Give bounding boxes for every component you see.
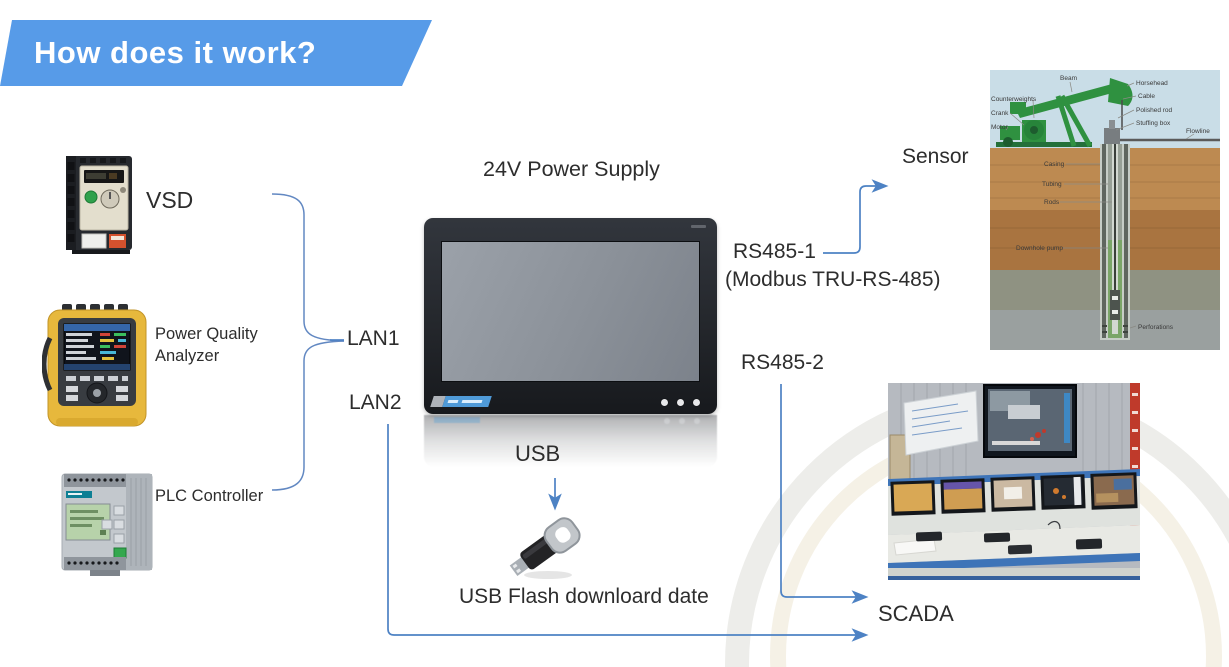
pumpjack-sensor-image: Beam Horsehead Cable Polished rod Stuffi… (990, 70, 1220, 350)
usb-caption: USB Flash downloard date (459, 585, 709, 608)
reflection-tag-smudge (434, 417, 480, 423)
pump-label: Stuffing box (1136, 120, 1171, 127)
pump-label: Tubing (1042, 181, 1062, 188)
panel-pc-buttons (661, 399, 700, 406)
pump-labels: Beam Horsehead Cable Polished rod Stuffi… (991, 75, 1210, 331)
panel-pc-reflection (424, 415, 717, 467)
pump-label: Crank (991, 110, 1009, 117)
title-banner: How does it work? (0, 20, 432, 86)
panel-pc-model-text (691, 225, 706, 228)
reflection-dots (664, 418, 700, 424)
page-title: How does it work? (34, 35, 317, 70)
tag-text-mark2 (461, 400, 483, 403)
pump-label: Cable (1138, 93, 1155, 100)
sensor-label: Sensor (902, 145, 969, 168)
pqa-label-line1: Power Quality (155, 325, 258, 343)
panel-button-1 (661, 399, 668, 406)
scada-control-room-image (888, 383, 1140, 580)
panel-button-3 (693, 399, 700, 406)
pump-label: Perforations (1138, 324, 1174, 331)
tag-blue-strip (442, 396, 492, 407)
pump-label-leaders (1005, 81, 1195, 329)
pump-label: Flowline (1186, 128, 1210, 135)
rs485-1-protocol-label: (Modbus TRU-RS-485) (725, 268, 941, 291)
panel-pc-brand-tag (430, 396, 492, 407)
rs485-1-to-sensor-arrow (823, 179, 889, 254)
pump-label: Beam (1060, 75, 1077, 82)
pump-label: Casing (1044, 161, 1065, 168)
pqa-label-line2: Analyzer (155, 346, 220, 365)
vsd-device-image (62, 152, 138, 256)
power-supply-label: 24V Power Supply (483, 157, 660, 181)
vsd-label: VSD (146, 187, 194, 213)
pump-label: Downhole pump (1016, 245, 1063, 252)
well-bore (1100, 144, 1130, 340)
lan1-label: LAN1 (347, 327, 400, 350)
pump-label: Polished rod (1136, 107, 1173, 114)
lan2-label: LAN2 (349, 391, 402, 414)
brace-left-devices (271, 193, 345, 491)
pump-label: Rods (1044, 199, 1060, 206)
pqa-label: Power Quality Analyzer (155, 324, 258, 368)
scada-label: SCADA (878, 601, 954, 626)
pumpjack (996, 78, 1133, 148)
rs485-1-label: RS485-1 (733, 240, 816, 263)
tag-text-mark (447, 400, 459, 403)
power-quality-analyzer-image (41, 302, 152, 432)
pump-label: Counterweights (991, 96, 1037, 103)
wellhead (1104, 120, 1220, 144)
panel-button-2 (677, 399, 684, 406)
console-monitors (890, 472, 1138, 516)
pump-label: Motor (991, 124, 1008, 131)
plc-controller-image (60, 462, 154, 580)
plc-label: PLC Controller (155, 487, 264, 505)
desk-items (893, 520, 1103, 556)
pump-label: Horsehead (1136, 80, 1168, 87)
panel-pc-image (424, 218, 717, 414)
rs485-2-label: RS485-2 (741, 351, 824, 374)
usb-flash-icon (504, 512, 588, 582)
usb-label: USB (515, 441, 561, 466)
panel-pc-screen (441, 241, 700, 382)
